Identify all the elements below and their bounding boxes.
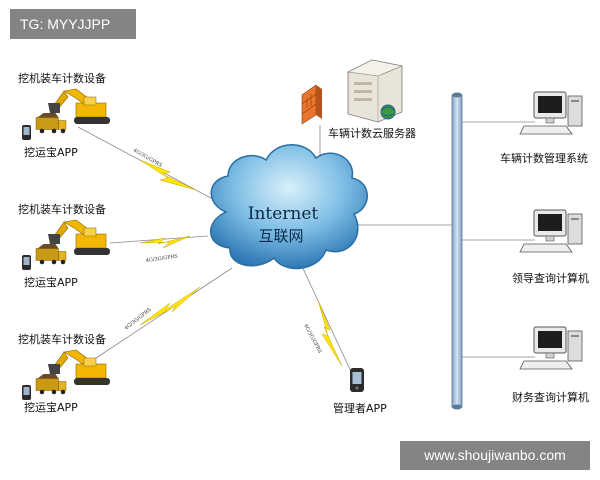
server-group: 车辆计数云服务器	[301, 59, 416, 140]
computer-icon	[519, 91, 583, 135]
lightning-icon	[317, 299, 343, 367]
link-label: 4G/3G/GPRS	[302, 323, 323, 355]
cloud-shape	[209, 144, 368, 270]
watermark-banner-bottom: www.shoujiwanbo.com	[400, 441, 590, 470]
app-label: 挖运宝APP	[24, 275, 78, 289]
mobile-label: 管理者APP	[333, 401, 387, 415]
computer-1: 车辆计数管理系统	[500, 91, 588, 165]
server-icon	[346, 59, 404, 123]
computer-label: 财务查询计算机	[512, 390, 589, 404]
cloud-subtitle: 互联网	[258, 227, 303, 245]
link-label: 4G/3G/GPRS	[145, 253, 178, 264]
phone-icon	[22, 385, 31, 400]
device-title: 挖机装车计数设备	[18, 202, 106, 216]
server-label: 车辆计数云服务器	[328, 126, 416, 140]
device-group-2: 挖机装车计数设备 挖运宝APP	[18, 202, 111, 289]
dump-truck-icon	[35, 243, 67, 265]
computer-label: 领导查询计算机	[512, 271, 589, 285]
computer-2: 领导查询计算机	[512, 209, 589, 285]
link-line-bottom	[77, 267, 233, 371]
lightning-icon	[139, 286, 201, 326]
computer-3: 财务查询计算机	[512, 326, 589, 404]
internet-cloud: Internet 互联网	[209, 144, 368, 270]
lightning-icon	[139, 235, 191, 249]
firewall-icon	[301, 84, 322, 125]
link-line-mobile	[299, 261, 355, 379]
app-label: 挖运宝APP	[24, 145, 78, 159]
manager-mobile: 管理者APP	[333, 368, 387, 415]
watermark-banner-top: TG: MYYJJPP	[10, 9, 136, 39]
phone-icon	[22, 125, 31, 140]
device-title: 挖机装车计数设备	[18, 71, 106, 85]
computer-label: 车辆计数管理系统	[500, 151, 588, 165]
device-title: 挖机装车计数设备	[18, 332, 106, 346]
phone-icon	[22, 255, 31, 270]
dump-truck-icon	[35, 112, 67, 134]
device-group-3: 挖机装车计数设备 挖运宝APP	[18, 332, 111, 414]
computer-icon	[519, 326, 583, 370]
device-group-1: 挖机装车计数设备 挖运宝APP	[18, 71, 111, 159]
network-bus	[451, 92, 463, 410]
computer-icon	[519, 209, 583, 253]
app-label: 挖运宝APP	[24, 400, 78, 414]
cloud-title: Internet	[248, 204, 319, 224]
mobile-phone-icon	[350, 368, 364, 392]
lightning-icon	[139, 159, 197, 191]
dump-truck-icon	[35, 373, 67, 395]
